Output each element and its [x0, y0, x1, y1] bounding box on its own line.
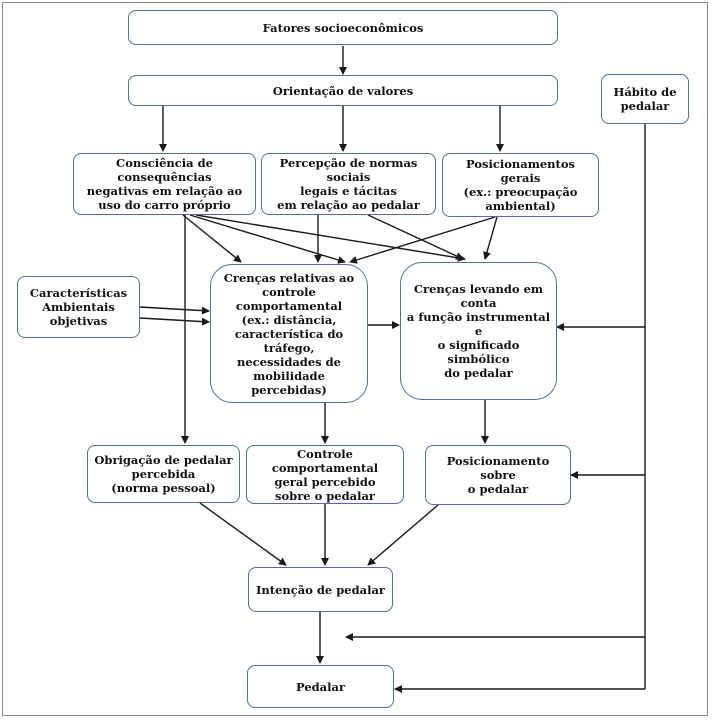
- node-intencao-pedalar: Intenção de pedalar: [248, 567, 393, 612]
- node-crencas-funcao: Crenças levando em conta a função instru…: [400, 262, 557, 400]
- node-orientacao-valores: Orientação de valores: [128, 75, 558, 106]
- node-habito-pedalar: Hábito de pedalar: [601, 74, 689, 124]
- node-consciencia-consequencias: Consciência de consequências negativas e…: [73, 153, 256, 215]
- node-crencas-controle: Crenças relativas ao controle comportame…: [210, 264, 368, 403]
- node-pedalar: Pedalar: [247, 665, 394, 708]
- arrow-caracteristicas-crencas-controle-b: [139, 317, 210, 326]
- arrow-posicionamentos-crencas-controle: [349, 216, 496, 264]
- arrow-consciencia-crencas-controle-b: [189, 214, 346, 264]
- arrow-consciencia-crencas-funcao: [195, 214, 466, 262]
- node-fatores-socioeconomicos: Fatores socioeconômicos: [128, 10, 558, 45]
- arrow-caracteristicas-crencas-controle-a: [139, 306, 210, 315]
- node-posicionamentos-gerais: Posicionamentos gerais (ex.: preocupação…: [442, 153, 599, 217]
- node-percepcao-normas: Percepção de normas sociais legais e tác…: [261, 153, 436, 215]
- node-obrigacao-pedalar: Obrigação de pedalar percebida (norma pe…: [87, 445, 240, 503]
- arrow-consciencia-crencas-controle-a: [182, 214, 242, 263]
- node-controle-geral: Controle comportamental geral percebido …: [246, 445, 404, 504]
- node-posicionamento-pedalar: Posicionamento sobre o pedalar: [425, 445, 571, 505]
- arrow-posicionamento-intencao: [367, 504, 439, 566]
- arrow-obrigacao-intencao: [199, 502, 287, 566]
- arrow-percepcao-crencas-funcao: [367, 214, 464, 260]
- arrow-posicionamentos-crencas-funcao: [483, 216, 498, 260]
- node-caracteristicas-ambientais: Características Ambientais objetivas: [17, 276, 140, 338]
